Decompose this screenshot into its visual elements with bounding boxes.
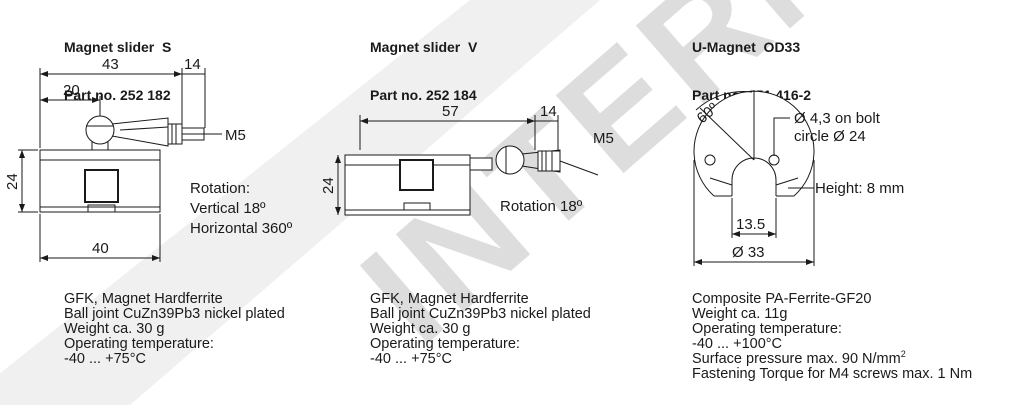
spec-line: -40 ... +75°C — [370, 351, 452, 367]
spec-line: -40 ... +75°C — [64, 351, 146, 367]
rotation-line-1: Rotation: — [190, 180, 250, 197]
dim-14: 14 — [540, 103, 557, 120]
dim-57: 57 — [442, 103, 459, 120]
spec-line: Ball joint CuZn39Pb3 nickel plated — [370, 306, 591, 322]
magnet-slider-v-drawing: 57 14 24 M5 Rotation 18º — [320, 103, 614, 216]
dim-24: 24 — [320, 177, 337, 194]
dim-40: 40 — [92, 240, 109, 257]
spec-line: Operating temperature: — [64, 336, 214, 352]
magnet-slider-s-drawing: 43 14 20 24 40 M5 Rotation: Vertical 18º… — [4, 56, 293, 262]
spec-line: Weight ca. 30 g — [370, 321, 471, 337]
rotation-line-3: Horizontal 360º — [190, 220, 293, 237]
product-u-magnet-od33: U-Magnet OD33 Part no. 251 416-2 — [670, 0, 1014, 405]
product-title: Magnet slider V Part no. 252 184 — [370, 7, 477, 135]
part-number: Part no. 252 184 — [370, 87, 477, 103]
dim-diameter: Ø 33 — [732, 244, 765, 261]
specs: GFK, Magnet Hardferrite Ball joint CuZn3… — [64, 292, 285, 367]
surface-pressure: Surface pressure max. 90 N/mm2 — [692, 349, 972, 367]
hole-label-2: circle Ø 24 — [794, 128, 866, 145]
spec-line: Ball joint CuZn39Pb3 nickel plated — [64, 306, 285, 322]
dim-43: 43 — [102, 56, 119, 73]
spec-line: GFK, Magnet Hardferrite — [370, 291, 529, 307]
dim-20: 20 — [63, 82, 80, 99]
product-magnet-slider-s: Magnet slider S Part no. 252 182 — [0, 0, 330, 405]
thread-label: M5 — [225, 127, 246, 144]
height-label: Height: 8 mm — [815, 180, 904, 197]
part-number: Part no. 252 182 — [64, 87, 171, 103]
spec-line: GFK, Magnet Hardferrite — [64, 291, 223, 307]
product-magnet-slider-v: Magnet slider V Part no. 252 184 — [320, 0, 670, 405]
product-name: Magnet slider S — [64, 39, 172, 55]
dim-24: 24 — [4, 173, 21, 190]
product-name: U-Magnet OD33 — [692, 39, 801, 55]
product-title: Magnet slider S Part no. 252 182 — [64, 7, 171, 135]
thread-label: M5 — [593, 130, 614, 147]
specs: Composite PA-Ferrite-GF20 Weight ca. 11g… — [692, 292, 972, 382]
product-name: Magnet slider V — [370, 39, 478, 55]
rotation-label: Rotation 18º — [500, 198, 583, 215]
spec-line: Composite PA-Ferrite-GF20 — [692, 291, 872, 307]
surface-pressure-text: Surface pressure max. 90 N/mm — [692, 351, 901, 367]
spec-line: Weight ca. 11g — [692, 306, 788, 322]
dim-slot: 13.5 — [736, 216, 765, 233]
rotation-line-2: Vertical 18º — [190, 200, 266, 217]
spec-line: Weight ca. 30 g — [64, 321, 165, 337]
spec-line: Operating temperature: — [692, 321, 842, 337]
specs: GFK, Magnet Hardferrite Ball joint CuZn3… — [370, 292, 591, 367]
spec-line: -40 ... +100°C — [692, 336, 783, 352]
dim-14: 14 — [184, 56, 201, 73]
surface-pressure-exponent: 2 — [900, 349, 906, 360]
spec-line: Operating temperature: — [370, 336, 520, 352]
fastening-torque: Fastening Torque for M4 screws max. 1 Nm — [692, 366, 973, 382]
u-magnet-drawing: 60º Ø 4,3 on bolt circle Ø 24 Height: 8 … — [693, 90, 904, 266]
hole-label-1: Ø 4,3 on bolt — [794, 110, 881, 127]
